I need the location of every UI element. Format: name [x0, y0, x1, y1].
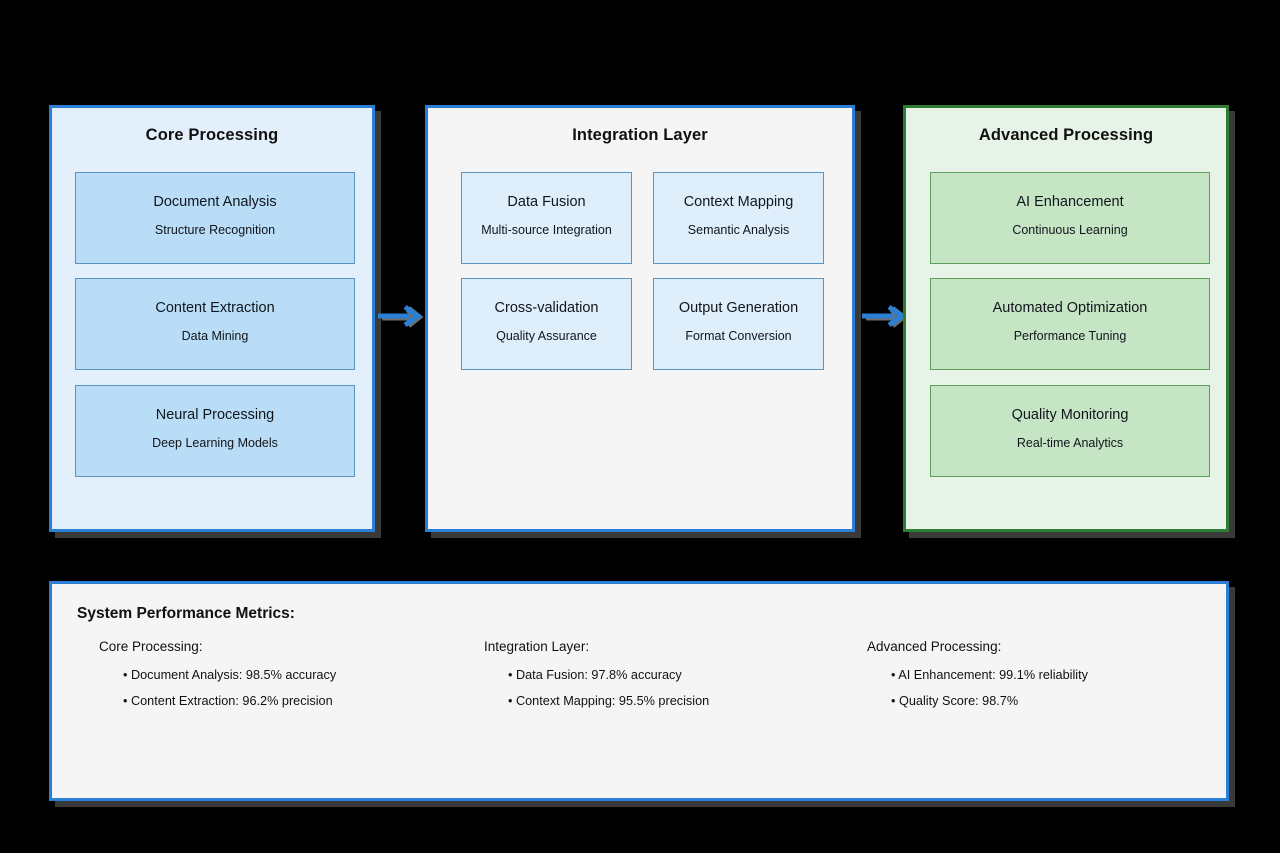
- arrow-integration-to-advanced-icon: [862, 300, 914, 340]
- metric-item: • AI Enhancement: 99.1% reliability: [891, 667, 1088, 682]
- metric-group-core-processing-heading: Core Processing:: [99, 639, 203, 654]
- metric-group-core-processing: Core Processing: • Document Analysis: 98…: [99, 640, 336, 708]
- arrow-core-to-integration-icon: [378, 300, 430, 340]
- box-data-fusion-title: Data Fusion: [507, 194, 586, 210]
- metric-item: • Context Mapping: 95.5% precision: [508, 694, 710, 709]
- box-data-fusion[interactable]: Data Fusion Multi-source Integration: [461, 172, 632, 264]
- box-content-extraction-subtitle: Data Mining: [181, 328, 249, 343]
- box-automated-optimization[interactable]: Automated Optimization Performance Tunin…: [930, 278, 1210, 370]
- metric-group-integration-layer-heading: Integration Layer:: [484, 639, 590, 654]
- box-content-extraction[interactable]: Content Extraction Data Mining: [75, 278, 355, 370]
- box-ai-enhancement-subtitle: Continuous Learning: [1012, 222, 1128, 237]
- box-context-mapping-title: Context Mapping: [683, 194, 794, 210]
- system-performance-metrics-panel[interactable]: System Performance Metrics: Core Process…: [49, 581, 1229, 801]
- box-output-generation[interactable]: Output Generation Format Conversion: [653, 278, 824, 370]
- box-output-generation-subtitle: Format Conversion: [685, 328, 792, 343]
- box-context-mapping[interactable]: Context Mapping Semantic Analysis: [653, 172, 824, 264]
- metrics-panel-title: System Performance Metrics:: [77, 605, 295, 622]
- metric-group-advanced-processing: Advanced Processing: • AI Enhancement: 9…: [867, 640, 1088, 708]
- box-context-mapping-subtitle: Semantic Analysis: [687, 222, 790, 237]
- box-quality-monitoring[interactable]: Quality Monitoring Real-time Analytics: [930, 385, 1210, 477]
- metric-item: • Data Fusion: 97.8% accuracy: [508, 667, 682, 682]
- box-ai-enhancement[interactable]: AI Enhancement Continuous Learning: [930, 172, 1210, 264]
- box-output-generation-title: Output Generation: [678, 300, 799, 316]
- box-document-analysis-subtitle: Structure Recognition: [154, 222, 276, 237]
- panel-core-processing-title: Core Processing: [145, 126, 279, 144]
- panel-integration-layer[interactable]: Integration Layer Data Fusion Multi-sour…: [425, 105, 855, 532]
- box-data-fusion-subtitle: Multi-source Integration: [481, 222, 612, 237]
- panel-advanced-processing-title: Advanced Processing: [978, 126, 1154, 144]
- metric-item: • Content Extraction: 96.2% precision: [123, 694, 333, 709]
- metric-item: • Quality Score: 98.7%: [891, 694, 1019, 709]
- box-ai-enhancement-title: AI Enhancement: [1016, 194, 1124, 210]
- box-automated-optimization-title: Automated Optimization: [992, 300, 1148, 316]
- metric-item: • Document Analysis: 98.5% accuracy: [123, 667, 337, 682]
- panel-advanced-processing[interactable]: Advanced Processing AI Enhancement Conti…: [903, 105, 1229, 532]
- box-document-analysis-title: Document Analysis: [153, 194, 277, 210]
- box-quality-monitoring-subtitle: Real-time Analytics: [1016, 435, 1124, 450]
- box-cross-validation-subtitle: Quality Assurance: [496, 328, 597, 343]
- box-automated-optimization-subtitle: Performance Tuning: [1013, 328, 1127, 343]
- box-content-extraction-title: Content Extraction: [155, 300, 275, 316]
- box-neural-processing-title: Neural Processing: [155, 407, 275, 423]
- panel-integration-layer-title: Integration Layer: [572, 126, 708, 144]
- metric-group-integration-layer: Integration Layer: • Data Fusion: 97.8% …: [484, 640, 709, 708]
- panel-core-processing[interactable]: Core Processing Document Analysis Struct…: [49, 105, 375, 532]
- box-neural-processing-subtitle: Deep Learning Models: [152, 435, 278, 450]
- box-quality-monitoring-title: Quality Monitoring: [1011, 407, 1129, 423]
- box-cross-validation-title: Cross-validation: [494, 300, 599, 316]
- box-cross-validation[interactable]: Cross-validation Quality Assurance: [461, 278, 632, 370]
- box-document-analysis[interactable]: Document Analysis Structure Recognition: [75, 172, 355, 264]
- box-neural-processing[interactable]: Neural Processing Deep Learning Models: [75, 385, 355, 477]
- metric-group-advanced-processing-heading: Advanced Processing:: [867, 639, 1002, 654]
